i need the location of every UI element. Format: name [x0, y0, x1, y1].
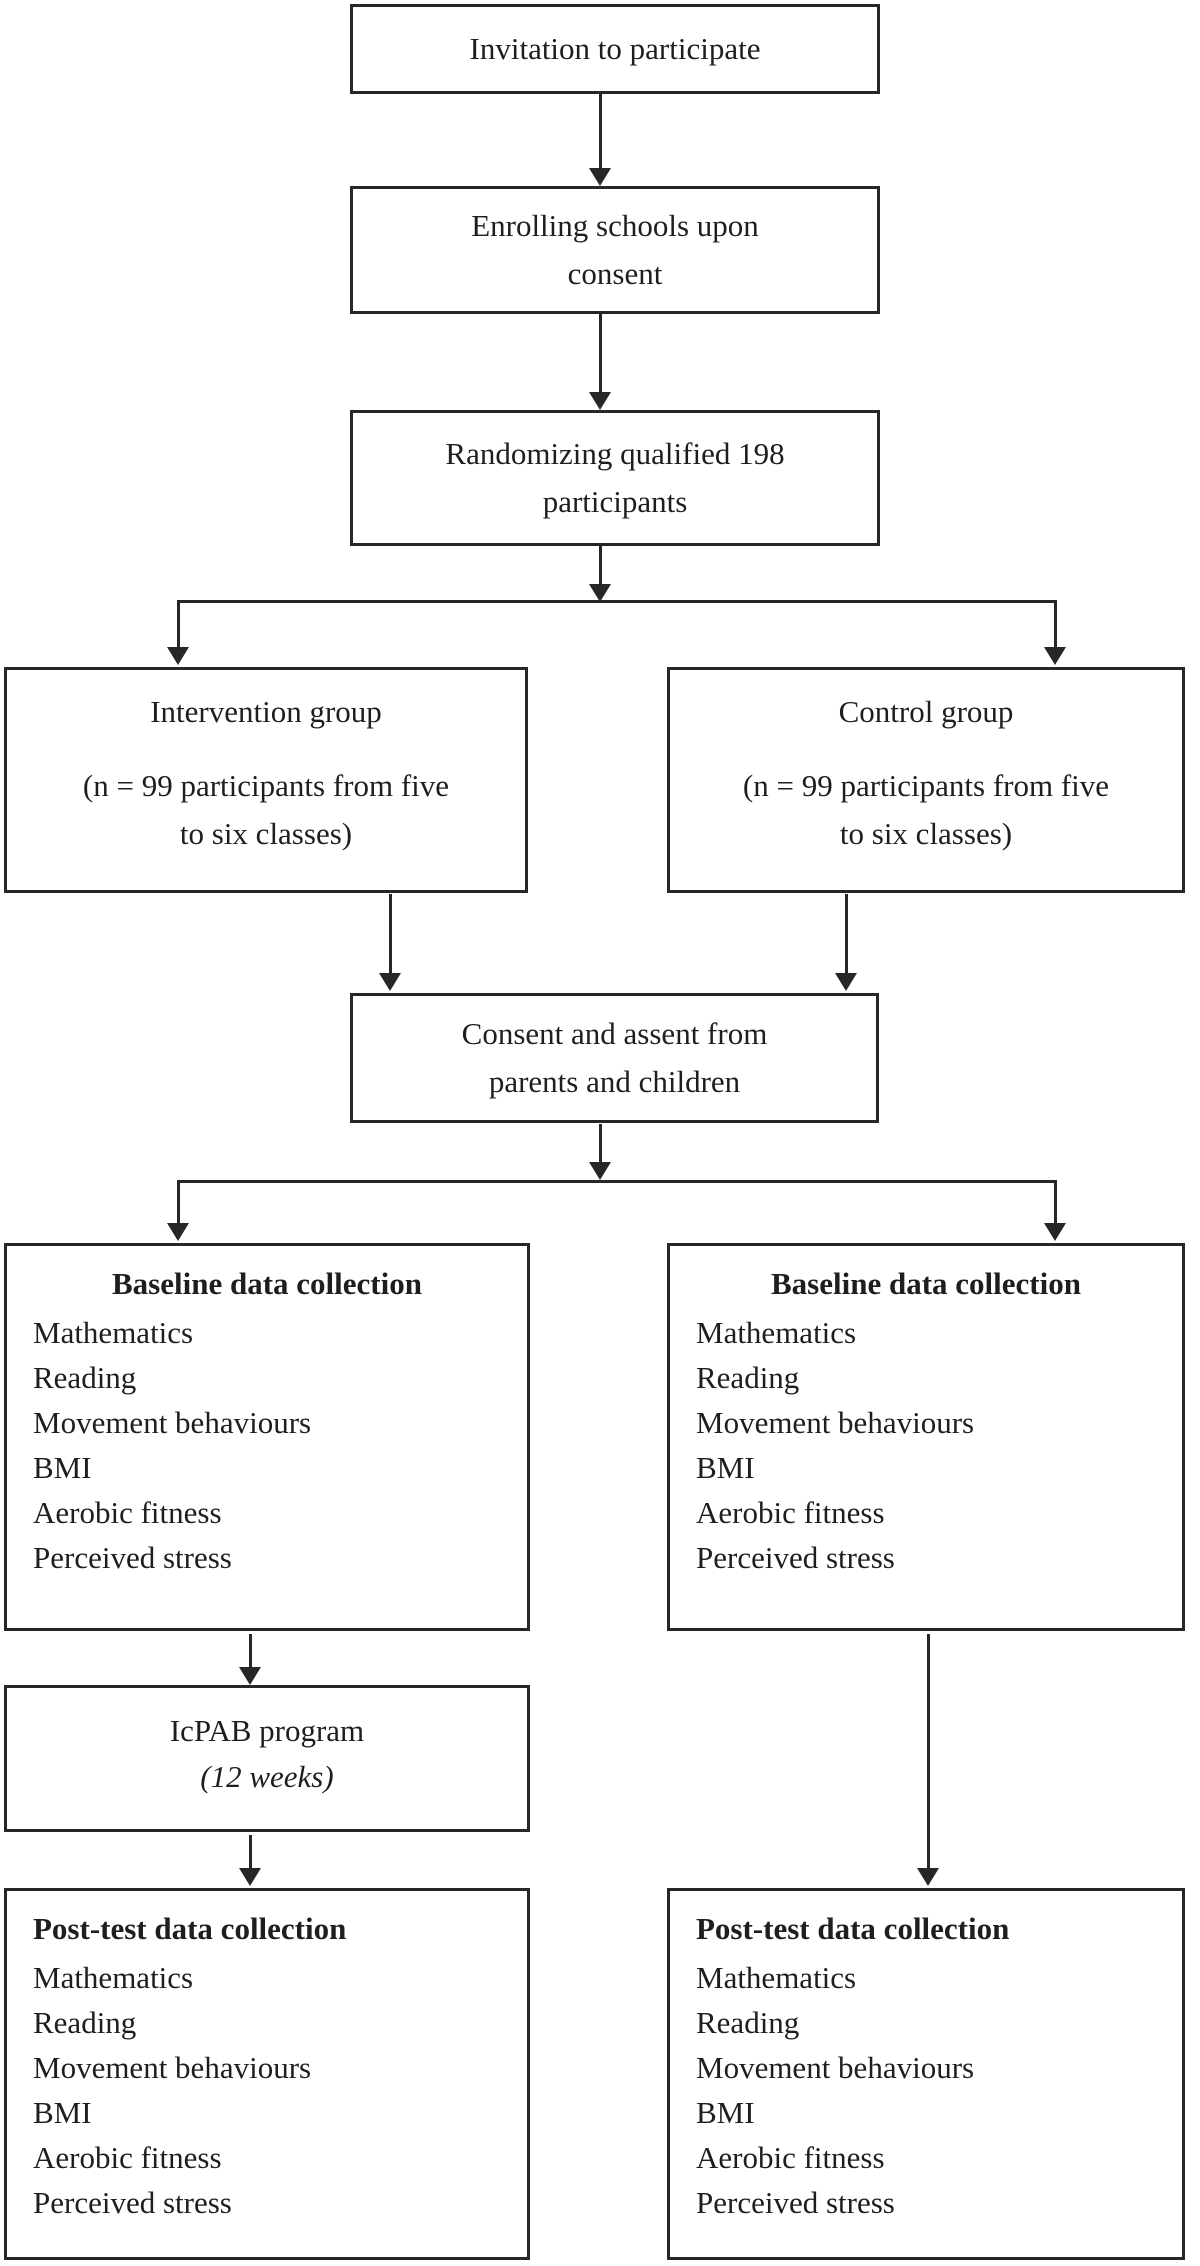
- list-item: Perceived stress: [33, 1540, 232, 1575]
- arrowhead-down-icon: [167, 647, 189, 665]
- node-consent: Consent and assent from parents and chil…: [350, 993, 879, 1123]
- node-label-line: parents and children: [488, 1064, 741, 1099]
- node-enrolling: Enrolling schools upon consent: [350, 186, 880, 314]
- arrowhead-down-icon: [1044, 647, 1066, 665]
- arrowhead-down-icon: [1044, 1223, 1066, 1241]
- list-item: Reading: [696, 2005, 800, 2040]
- node-label-line: (n = 99 participants from five: [82, 768, 450, 803]
- list-item: Aerobic fitness: [696, 1495, 885, 1530]
- list-item: Mathematics: [33, 1960, 194, 1995]
- split-line-baseline: [178, 1180, 1057, 1183]
- node-heading: Post-test data collection: [696, 1911, 1010, 1946]
- arrowhead-down-icon: [589, 392, 611, 410]
- node-icpab-program: IcPAB program (12 weeks): [4, 1685, 530, 1832]
- node-label: Invitation to participate: [469, 31, 761, 66]
- node-control-group: Control group (n = 99 participants from …: [667, 667, 1185, 893]
- arrowhead-down-icon: [379, 973, 401, 991]
- list-item: Aerobic fitness: [696, 2140, 885, 2175]
- arrowhead-down-icon: [917, 1868, 939, 1886]
- node-heading: Baseline data collection: [112, 1266, 422, 1301]
- list-item: BMI: [33, 2095, 92, 2130]
- list-item: Movement behaviours: [696, 2050, 975, 2085]
- arrowhead-down-icon: [239, 1868, 261, 1886]
- node-label-line: (n = 99 participants from five: [742, 768, 1110, 803]
- node-baseline-left: Baseline data collection Mathematics Rea…: [4, 1243, 530, 1631]
- node-intervention-group: Intervention group (n = 99 participants …: [4, 667, 528, 893]
- arrowhead-down-icon: [589, 168, 611, 186]
- node-label-line: to six classes): [179, 816, 353, 851]
- list-item: Movement behaviours: [33, 1405, 312, 1440]
- list-item: Aerobic fitness: [33, 1495, 222, 1530]
- node-label-line: IcPAB program: [169, 1713, 365, 1748]
- node-label-line: Randomizing qualified 198: [445, 436, 785, 471]
- list-item: Mathematics: [33, 1315, 194, 1350]
- list-item: Perceived stress: [696, 1540, 895, 1575]
- list-item: Reading: [33, 2005, 137, 2040]
- list-item: Reading: [33, 1360, 137, 1395]
- split-line-randomization: [178, 600, 1057, 603]
- list-item: Mathematics: [696, 1960, 857, 1995]
- arrowhead-down-icon: [167, 1223, 189, 1241]
- list-item: Perceived stress: [33, 2185, 232, 2220]
- node-heading: Intervention group: [150, 694, 382, 729]
- node-label-line: consent: [567, 256, 663, 291]
- node-heading: Control group: [838, 694, 1014, 729]
- list-item: Reading: [696, 1360, 800, 1395]
- list-item: Perceived stress: [696, 2185, 895, 2220]
- node-label-line: Consent and assent from: [461, 1016, 768, 1051]
- node-invitation: Invitation to participate: [350, 4, 880, 94]
- list-item: Mathematics: [696, 1315, 857, 1350]
- node-heading: Baseline data collection: [771, 1266, 1081, 1301]
- node-label-line: to six classes): [839, 816, 1013, 851]
- node-heading: Post-test data collection: [33, 1911, 347, 1946]
- list-item: Movement behaviours: [696, 1405, 975, 1440]
- arrowhead-down-icon: [589, 584, 611, 602]
- node-baseline-right: Baseline data collection Mathematics Rea…: [667, 1243, 1185, 1631]
- arrowhead-down-icon: [589, 1162, 611, 1180]
- node-posttest-right: Post-test data collection Mathematics Re…: [667, 1888, 1185, 2260]
- node-label-line: participants: [542, 484, 688, 519]
- arrowhead-down-icon: [835, 973, 857, 991]
- list-item: BMI: [33, 1450, 92, 1485]
- node-randomizing: Randomizing qualified 198 participants: [350, 410, 880, 546]
- node-posttest-left: Post-test data collection Mathematics Re…: [4, 1888, 530, 2260]
- list-item: Movement behaviours: [33, 2050, 312, 2085]
- list-item: Aerobic fitness: [33, 2140, 222, 2175]
- list-item: BMI: [696, 1450, 755, 1485]
- node-label-line: Enrolling schools upon: [471, 208, 759, 243]
- node-label-line: (12 weeks): [200, 1759, 334, 1794]
- list-item: BMI: [696, 2095, 755, 2130]
- arrowhead-down-icon: [239, 1667, 261, 1685]
